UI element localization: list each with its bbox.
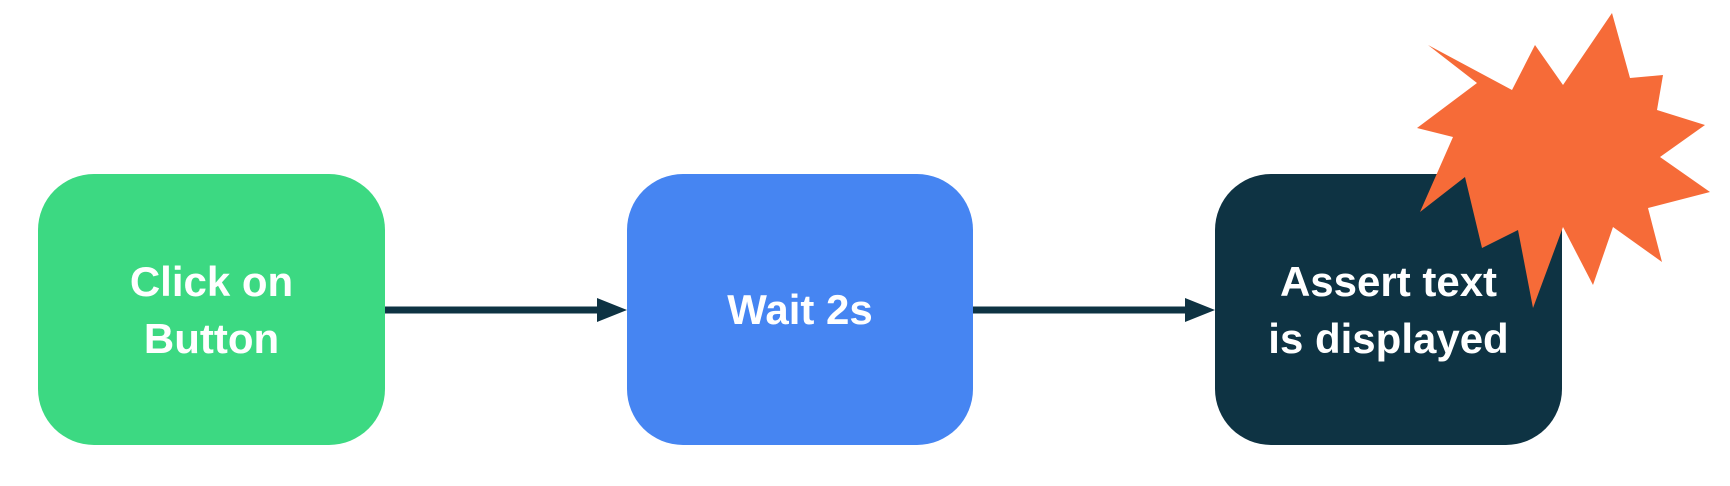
node-wait-2s-label: Wait 2s (727, 286, 873, 333)
node-assert-text-label: Assert text is displayed (1268, 257, 1509, 362)
connector-arrow-2 (973, 298, 1215, 322)
error-starburst-icon (1417, 13, 1710, 308)
node-click-on-button: Click on Button (38, 174, 385, 445)
node-wait-2s: Wait 2s (627, 174, 973, 445)
node-click-on-button-label: Click on Button (129, 257, 294, 362)
connector-arrow-1 (385, 298, 627, 322)
